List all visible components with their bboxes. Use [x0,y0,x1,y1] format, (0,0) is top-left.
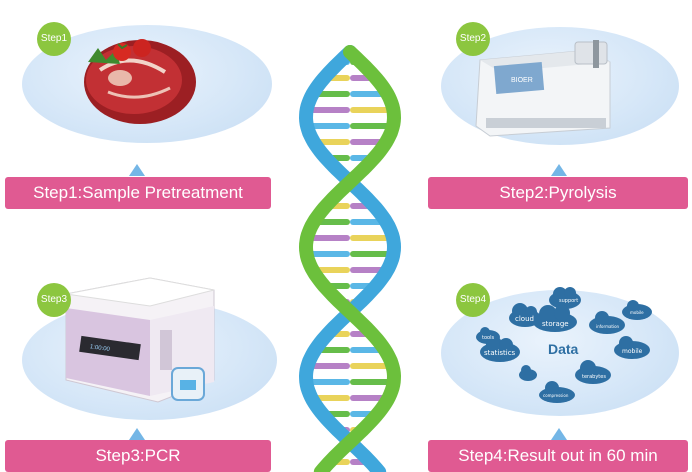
dna-rung [350,107,394,113]
step1-pointer [129,164,145,176]
dna-rung [307,123,350,129]
step2-pointer [551,164,567,176]
cloud-word-compression: compression [543,393,569,398]
dna-rung [312,267,350,273]
cloud-word-statistics: statistics [484,349,516,357]
dna-rung [307,235,350,241]
cloud-word-terabytes: terabytes [582,374,606,380]
dna-strand-green [298,45,402,472]
cloud-word-mobile-top: mobile [630,310,644,315]
dna-rung [350,251,394,257]
step3-badge: Step3 [37,283,71,317]
cloud-word-storage: storage [542,320,569,328]
step1-badge: Step1 [37,22,71,56]
data-center-word: Data [548,341,579,357]
step4-badge: Step4 [456,283,490,317]
dna-rung [306,107,350,113]
dna-rung [350,395,389,401]
dna-strand-blue [298,45,402,472]
dna-rung [350,235,393,241]
step2-label: Step2:Pyrolysis [428,177,688,209]
dna-rung [350,267,388,273]
cloud-word-tools: tools [482,335,494,341]
dna-rung [312,91,350,97]
dna-rung [311,395,350,401]
step2-badge: Step2 [456,22,490,56]
cloud-word-mobile: mobile [622,348,643,355]
step4-pointer [551,428,567,440]
device-brand-text: BIOER [511,77,533,84]
device-display-text: 1:00:00 [89,344,110,353]
dna-rung [350,123,393,129]
dna-rung [306,379,350,385]
dna-rung [350,91,388,97]
step3-pointer [129,428,145,440]
step4-label: Step4:Result out in 60 min [428,440,688,472]
dna-rung [350,379,394,385]
dna-rung [307,363,350,369]
dna-rung [350,363,393,369]
cloud-word-cloud: cloud [515,315,534,323]
step3-label: Step3:PCR [5,440,271,472]
cloud-word-support: support [559,298,578,304]
step1-label: Step1:Sample Pretreatment [5,177,271,209]
dna-rung [306,251,350,257]
cloud-word-information: information [596,324,620,329]
